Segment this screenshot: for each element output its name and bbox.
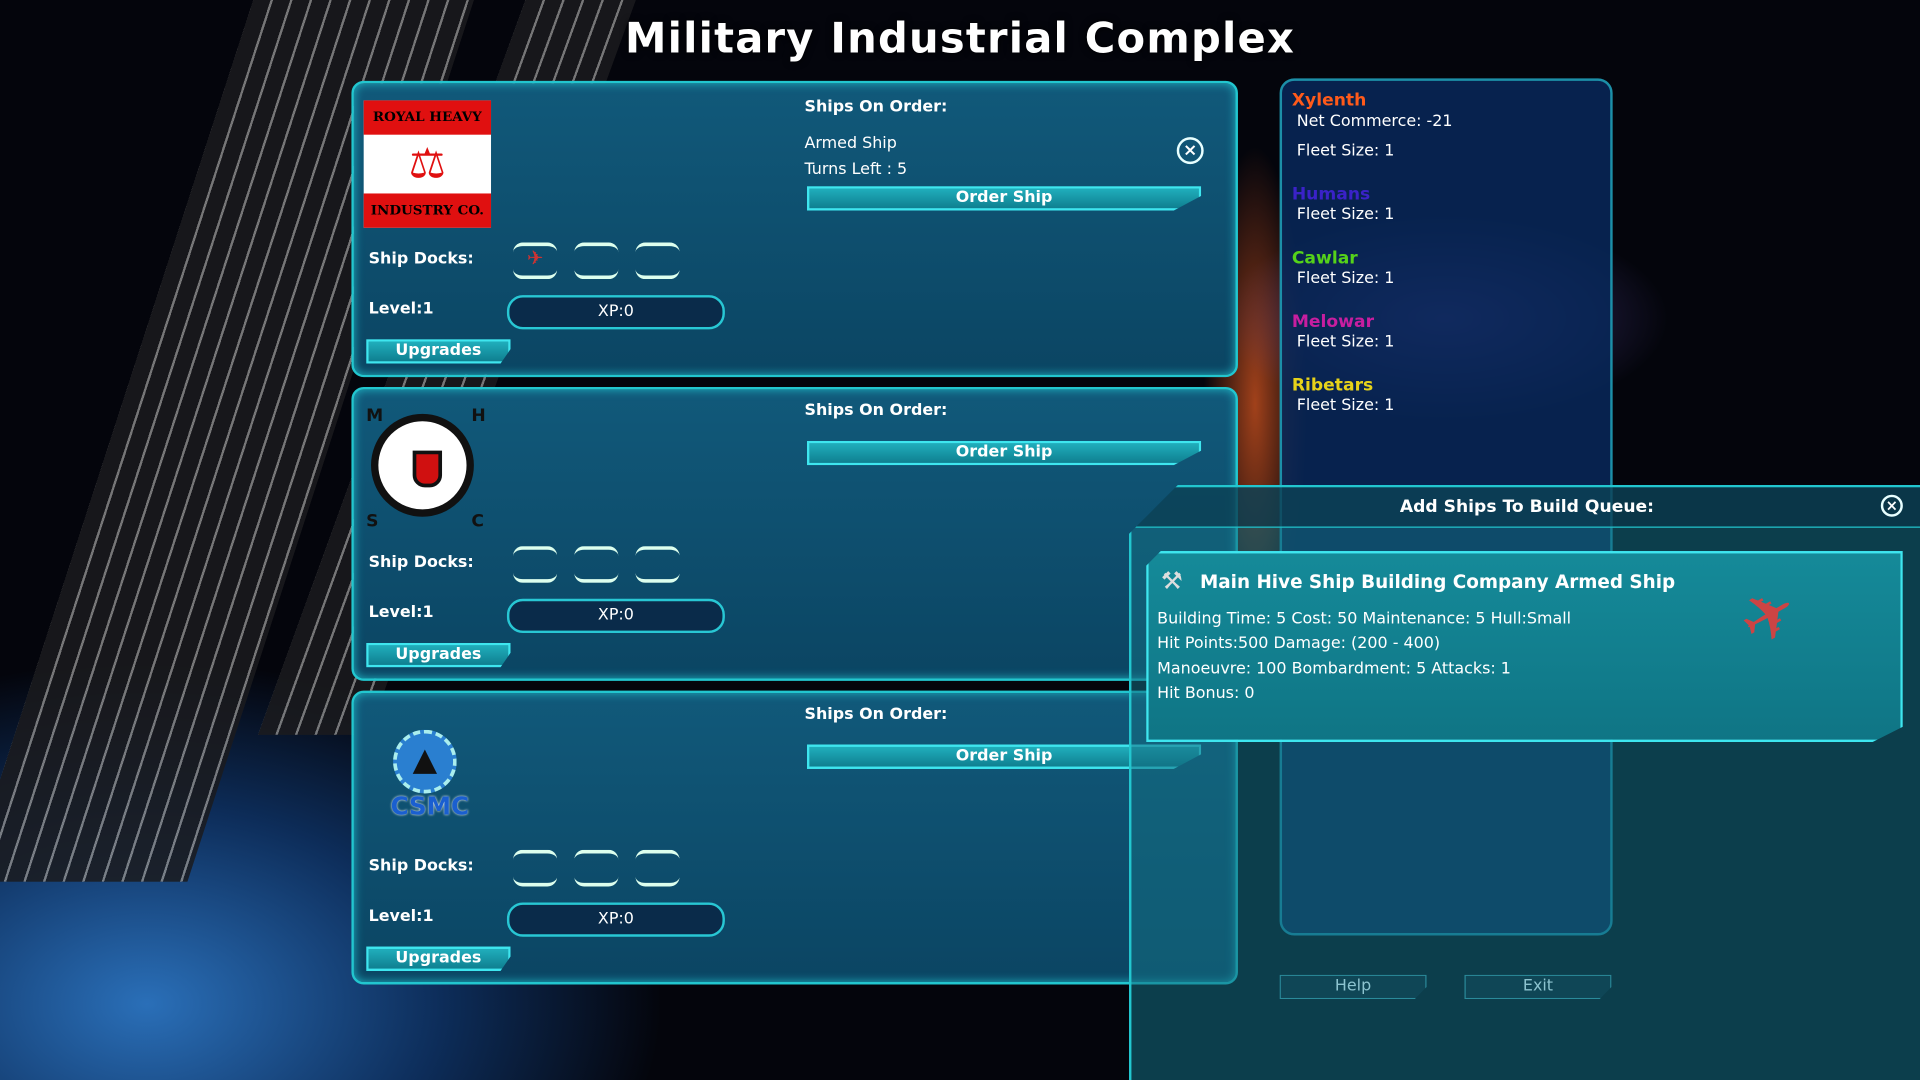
ship-dock-empty[interactable] — [513, 849, 558, 887]
fleet-size: Fleet Size: 1 — [1296, 205, 1395, 225]
company-panel-mhsc: M H S C Ships On Order: Order Ship Ship … — [351, 386, 1238, 681]
ships-on-order-label: Ships On Order: — [804, 705, 948, 724]
armed-ship-image: ✈ — [1725, 569, 1813, 664]
faction-name-humans: Humans — [1291, 184, 1371, 205]
ship-stats-line: Hit Points:500 Damage: (200 - 400) — [1157, 634, 1441, 653]
fleet-size: Fleet Size: 1 — [1296, 396, 1395, 416]
eagle-icon: ⚖ — [408, 139, 447, 189]
ship-dock-empty[interactable] — [574, 242, 619, 280]
ship-stats-line: Hit Bonus: 0 — [1157, 684, 1255, 703]
faction-name-cawlar: Cawlar — [1291, 248, 1358, 269]
order-ship-button[interactable]: Order Ship — [806, 440, 1202, 466]
xp-bar: XP:0 — [506, 598, 725, 634]
level-label: Level:1 — [368, 300, 434, 319]
help-button[interactable]: Help — [1279, 974, 1427, 1000]
net-commerce: Net Commerce: -21 — [1296, 112, 1453, 132]
ship-dock-empty[interactable] — [635, 546, 680, 583]
upgrades-button[interactable]: Upgrades — [366, 642, 511, 668]
ship-docks-label: Ship Docks: — [368, 553, 474, 572]
cancel-order-icon[interactable]: × — [1176, 137, 1204, 165]
upgrades-button[interactable]: Upgrades — [366, 946, 511, 972]
ship-stats-line: Building Time: 5 Cost: 50 Maintenance: 5… — [1157, 609, 1572, 629]
csmc-logo: ▲ CSMC — [373, 729, 486, 828]
ship-option-card[interactable]: ⚒ Main Hive Ship Building Company Armed … — [1146, 551, 1903, 743]
order-turns-left: Turns Left : 5 — [804, 160, 908, 179]
ship-docks-label: Ship Docks: — [368, 857, 474, 876]
order-ship-name: Armed Ship — [804, 134, 897, 154]
close-dialog-icon[interactable]: × — [1880, 494, 1903, 517]
ships-on-order-label: Ships On Order: — [804, 401, 948, 421]
fleet-size: Fleet Size: 1 — [1296, 333, 1395, 352]
level-label: Level:1 — [368, 907, 434, 926]
ships-on-order-label: Ships On Order: — [804, 97, 948, 117]
royal-heavy-logo: ROYAL HEAVY ⚖ INDUSTRY CO. — [363, 100, 492, 228]
ship-dock-empty[interactable] — [513, 546, 558, 583]
fleet-size: Fleet Size: 1 — [1296, 269, 1395, 288]
ship-stats-line: Manoeuvre: 100 Bombardment: 5 Attacks: 1 — [1157, 660, 1511, 679]
exit-button[interactable]: Exit — [1464, 974, 1612, 1000]
ship-dock-empty[interactable] — [635, 849, 680, 887]
faction-name-melowar: Melowar — [1291, 312, 1375, 332]
level-label: Level:1 — [368, 603, 434, 623]
xp-bar: XP:0 — [506, 902, 725, 937]
faction-name-xylenth: Xylenth — [1291, 90, 1367, 111]
page-title: Military Industrial Complex — [624, 14, 1296, 64]
ship-icon: ✈ — [526, 246, 544, 270]
faction-name-ribetars: Ribetars — [1291, 375, 1374, 396]
company-panel-csmc: ▲ CSMC Ships On Order: Order Ship Ship D… — [351, 690, 1238, 985]
xp-bar: XP:0 — [506, 295, 725, 330]
ship-name: Main Hive Ship Building Company Armed Sh… — [1200, 570, 1676, 593]
company-panel-royal-heavy: ROYAL HEAVY ⚖ INDUSTRY CO. Ships On Orde… — [351, 80, 1238, 378]
ship-dock-empty[interactable] — [574, 849, 619, 887]
add-ships-dialog: Add Ships To Build Queue: × ⚒ Main Hive … — [1128, 484, 1920, 1080]
ship-docks-label: Ship Docks: — [368, 249, 474, 269]
build-tools-icon: ⚒ — [1160, 565, 1183, 596]
upgrades-button[interactable]: Upgrades — [366, 339, 511, 364]
ship-dock-empty[interactable] — [574, 546, 619, 583]
dialog-title: Add Ships To Build Queue: — [1131, 487, 1920, 528]
ship-dock-empty[interactable] — [635, 242, 680, 280]
triangle-icon: ▲ — [393, 729, 457, 794]
mhsc-logo: M H S C — [366, 406, 486, 532]
ship-dock-occupied[interactable]: ✈ — [513, 242, 558, 280]
order-ship-button[interactable]: Order Ship — [806, 186, 1202, 211]
fleet-size: Fleet Size: 1 — [1296, 142, 1395, 161]
